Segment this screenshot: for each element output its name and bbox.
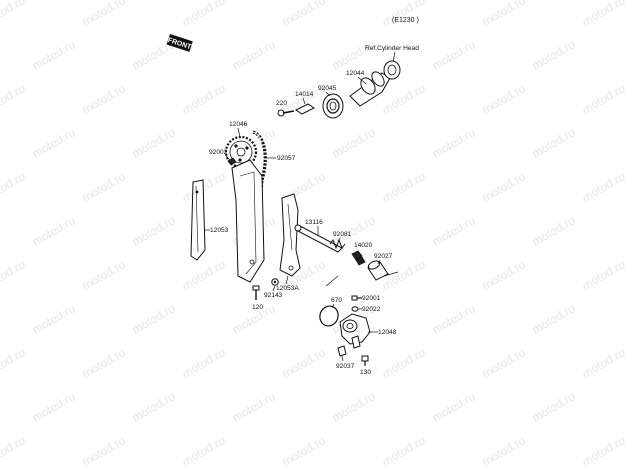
tensioner-12048 [339,313,371,349]
front-badge: FRONT [166,34,193,52]
label-92001: 92001 [362,295,381,302]
nut-14020 [351,250,366,266]
label-12053: 12053 [210,227,229,234]
ref-note: Ref.Cylinder Head [365,45,419,52]
label-92057: 92057 [277,155,296,162]
label-12044: 12044 [346,70,365,77]
label-92002: 92002 [209,149,228,156]
label-92081: 92081 [333,231,352,238]
chain-guide-rear [231,159,265,283]
tensioner-guide-12053A [279,193,301,277]
label-670: 670 [331,297,342,304]
plate-14014 [295,103,315,115]
chain-guide-12053 [190,179,206,261]
o-ring-670 [319,305,339,327]
bolt-120 [252,285,260,300]
camshaft-12044 [349,60,401,107]
label-92027: 92027 [374,253,393,260]
label-12053A: 12053A [276,285,299,292]
label-92022: 92022 [362,306,381,313]
clip-92037 [337,345,347,357]
label-220: 220 [276,100,287,107]
washer-92022 [351,306,359,312]
label-12048: 12048 [378,329,397,336]
label-92037: 92037 [336,363,355,370]
sprocket-12046 [224,135,258,169]
spring-92081 [329,238,346,250]
bolt-92143 [271,278,279,286]
label-92143: 92143 [264,292,283,299]
bearing-92045 [322,93,344,119]
bolt-130 [361,355,369,366]
label-12046: 12046 [229,121,248,128]
label-13116: 13116 [305,219,323,226]
label-130: 130 [360,369,371,376]
diagram-code: (E1230 ) [392,17,419,24]
collar-92027 [367,260,389,281]
label-14020: 14020 [354,242,373,249]
bolt-92001 [351,295,362,301]
shaft-13116 [294,224,343,253]
bolt-92002 [227,157,237,166]
bolt-220 [277,109,295,117]
label-14014: 14014 [295,91,314,98]
label-120: 120 [252,304,263,311]
label-92045: 92045 [318,85,337,92]
